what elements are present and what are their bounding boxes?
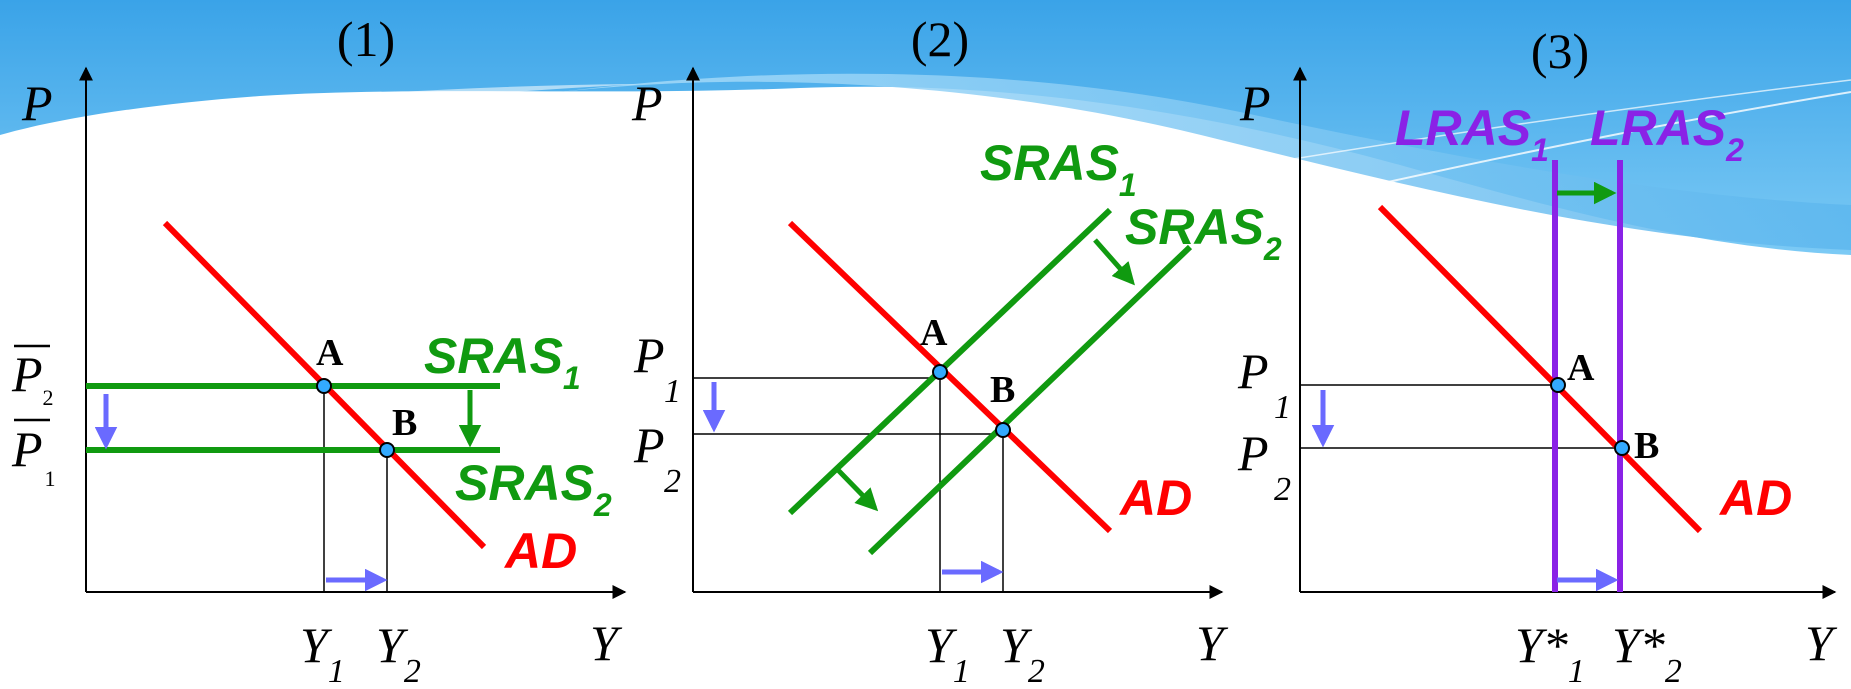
panel-3-y-tick-2: P2	[1237, 425, 1291, 508]
panel-3-y-axis-label: P	[1239, 75, 1271, 131]
panel-2: (2) P Y A B P1 P2 Y1 Y2 SRAS1 SRAS2	[631, 11, 1282, 689]
panel-2-ad-label: AD	[1118, 470, 1192, 526]
panel-2-sras-shift-arrow-upper	[1093, 238, 1135, 286]
panel-1-point-a	[316, 378, 332, 394]
panel-3: (3) P Y A B P1 P2 Y*1 Y*2 LRAS1 LRAS2 AD	[1237, 23, 1838, 689]
panel-1-number: (1)	[337, 11, 395, 67]
panel-1-y-tick-1: P2	[11, 346, 54, 410]
panel-2-sras-1-label: SRAS1	[980, 135, 1137, 203]
panel-2-sras-shift-arrow-lower	[836, 468, 879, 512]
panel-1-y-axis-label: P	[21, 75, 53, 131]
panel-2-number: (2)	[911, 11, 969, 67]
panel-1-sras-2-label: SRAS2	[455, 455, 612, 523]
panel-2-y-tick-2: P2	[633, 417, 681, 500]
panel-1-y-tick-2: P1	[11, 421, 56, 491]
panel-3-x-axis-label: Y	[1805, 615, 1838, 671]
panel-2-sras-2-line	[867, 244, 1193, 556]
panel-1-point-b-label: B	[392, 402, 417, 444]
panel-2-sras-1-line	[787, 207, 1113, 516]
panel-2-sras-2-label: SRAS2	[1125, 199, 1282, 267]
panel-2-point-b-label: B	[990, 369, 1015, 411]
panel-2-y-tick-1: P1	[633, 327, 681, 410]
panel-2-point-a	[932, 364, 948, 380]
panel-3-lras-2-label: LRAS2	[1590, 100, 1744, 168]
panel-3-ad-label: AD	[1718, 470, 1792, 526]
panel-2-point-b	[995, 422, 1011, 438]
panel-1-ad-label: AD	[503, 523, 577, 579]
panel-3-x-tick-2: Y*2	[1612, 617, 1682, 689]
panel-1-sras-1-label: SRAS1	[424, 328, 581, 396]
panel-3-number: (3)	[1531, 23, 1589, 79]
panel-3-point-a	[1550, 377, 1566, 393]
panel-3-point-b	[1614, 440, 1630, 456]
panel-3-point-a-label: A	[1567, 347, 1595, 389]
panel-3-x-tick-1: Y*1	[1515, 617, 1585, 689]
panel-2-ad-curve	[787, 220, 1113, 534]
panel-3-y-tick-1: P1	[1237, 343, 1291, 426]
panel-1-x-tick-1: Y1	[300, 617, 345, 689]
panel-1-point-b	[379, 442, 395, 458]
panel-1-x-tick-2: Y2	[376, 617, 421, 689]
panel-1-point-a-label: A	[316, 332, 344, 374]
panel-2-x-axis-label: Y	[1196, 615, 1229, 671]
panel-3-point-b-label: B	[1634, 425, 1659, 467]
panel-2-x-tick-2: Y2	[1000, 617, 1045, 689]
panel-2-y-axis-label: P	[631, 75, 663, 131]
panel-2-point-a-label: A	[920, 312, 948, 354]
panel-3-lras-1-label: LRAS1	[1395, 100, 1549, 168]
panel-1: (1) P Y A B P2 P1 Y1 Y2 SRAS1 SRAS2 A	[11, 11, 627, 689]
panel-2-x-tick-1: Y1	[925, 617, 970, 689]
panel-1-x-axis-label: Y	[590, 615, 623, 671]
panel-3-ad-curve	[1377, 204, 1703, 534]
